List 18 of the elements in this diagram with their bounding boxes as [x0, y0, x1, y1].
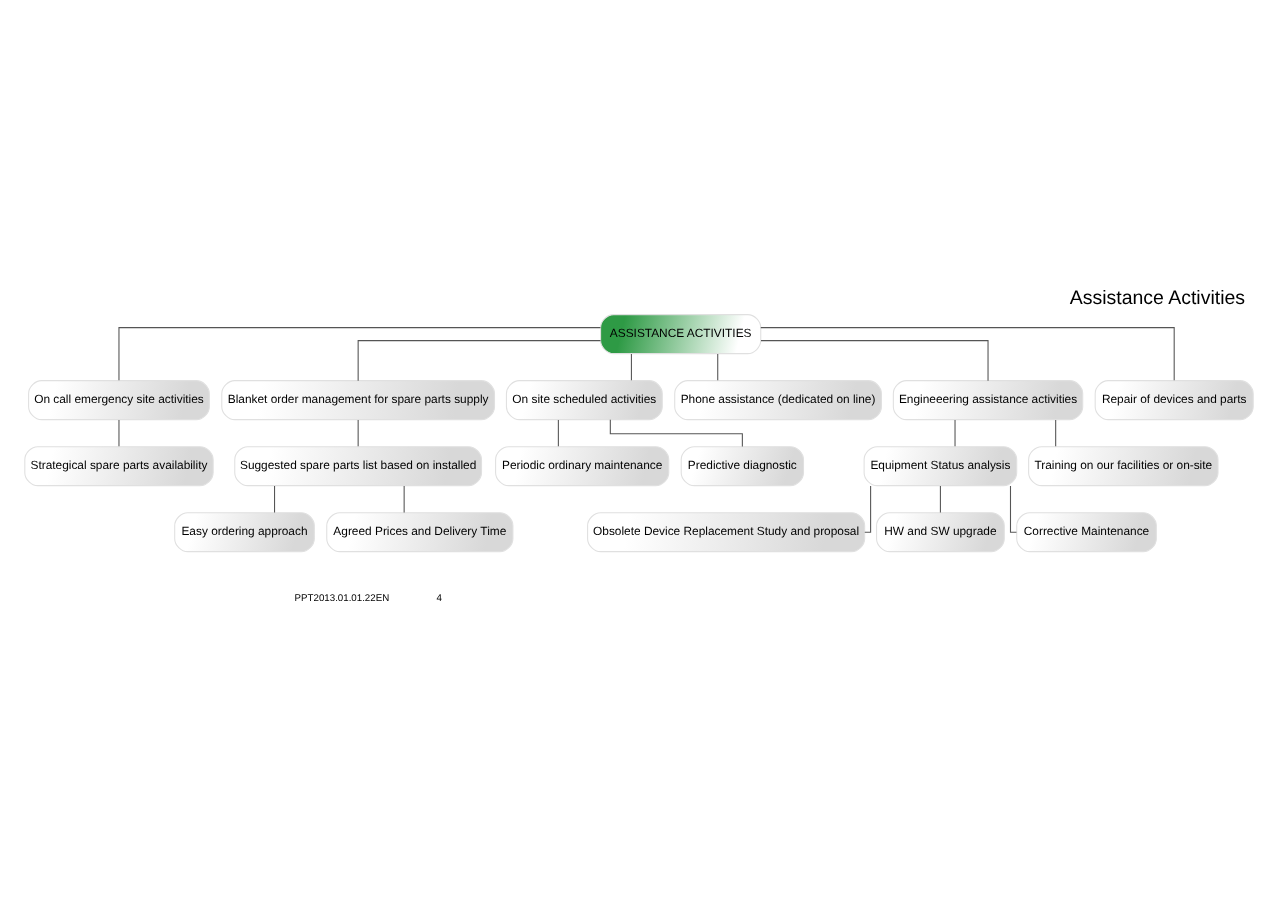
connector	[953, 419, 955, 447]
connector	[1008, 485, 1016, 533]
connector	[1054, 419, 1056, 447]
connector	[356, 340, 601, 382]
connector	[759, 327, 1174, 381]
connector	[402, 485, 404, 513]
connector	[273, 485, 275, 513]
connector	[608, 419, 742, 448]
diagram-title: Assistance Activities	[1068, 288, 1245, 311]
connector	[556, 419, 558, 447]
connector	[117, 327, 601, 381]
connector	[863, 485, 871, 533]
connector	[759, 340, 988, 382]
connector	[938, 485, 940, 513]
connector	[356, 419, 358, 447]
connector	[117, 419, 119, 447]
connector	[716, 353, 718, 381]
connector	[629, 353, 631, 381]
